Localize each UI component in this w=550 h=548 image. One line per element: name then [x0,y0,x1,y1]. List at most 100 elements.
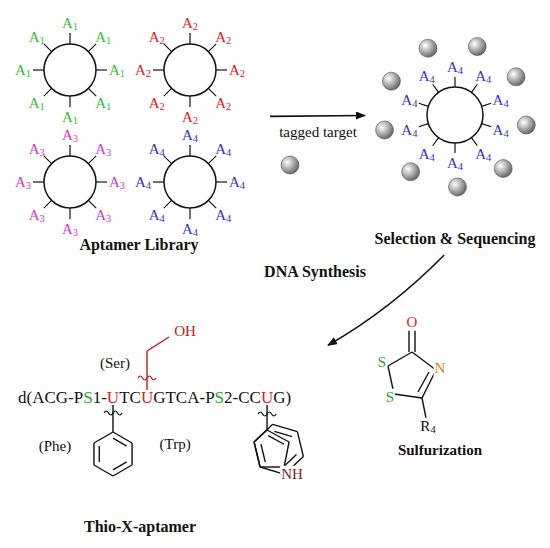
substituent-label: R4 [419,418,436,435]
indole-ring [274,431,292,436]
ligand-label: A4 [400,122,418,139]
ligand-label: A1 [108,62,126,79]
linker-spoke [471,84,477,92]
ligand-label: A1 [28,29,46,46]
ligand-label: A2 [214,95,232,112]
ligand-label: A4 [474,68,492,85]
library-bead [164,44,216,96]
linker-spoke [33,69,44,70]
ligand-label: A4 [400,92,418,109]
amino-acid-label: (Ser) [99,355,131,372]
ligand-label: A1 [94,29,112,46]
library-bead [164,156,216,208]
sequence-char: C [238,388,249,407]
indole-ring [297,432,303,457]
indole-ring [268,436,284,445]
ligand-label: A4 [418,68,436,85]
ligand-label: A2 [228,62,246,79]
linker-spoke [69,145,70,156]
ligand-label: A1 [61,109,79,126]
sequence-char: - [101,388,107,407]
linker-spoke [88,44,96,52]
linker-spoke [44,44,52,52]
dithiazolone-structure [388,330,436,418]
ligand-label: A1 [61,15,79,32]
sequence-char: S [83,388,92,407]
sequence-char: G [273,388,285,407]
node-group: d(ACG-PS1-UTCUGTCA-PS2-CCUG)Thio-X-aptam… [8,300,328,538]
target-ball [507,68,525,86]
sequence-char: U [107,388,119,407]
ligand-label: A3 [28,141,46,158]
ser-bond [146,351,147,390]
atom-label: N [434,360,447,377]
linker-spoke [88,88,96,96]
step-arrow [270,115,365,117]
ligand-label: A4 [134,174,152,191]
atom-label: OH [173,323,197,340]
ligand-label: A2 [148,29,166,46]
step-label: Sulfurization [397,442,483,459]
ligand-label: A4 [148,141,166,158]
edge-label: DNA Synthesis [262,263,368,281]
linker-spoke [96,181,107,182]
ligand-label: A3 [28,207,46,224]
ligand-label: A1 [94,95,112,112]
target-ball [449,178,467,196]
target-ball [517,116,535,134]
sequence-char: ( [27,388,33,407]
linker-spoke [164,200,172,208]
phenyl-ring [99,446,100,462]
target-ball [281,156,299,174]
library-bead [44,44,96,96]
linker-spoke [208,88,216,96]
phenyl-ring [93,443,94,465]
linker-spoke [88,156,96,164]
target-ball [468,38,486,56]
linker-spoke [189,145,190,156]
sequence-char: C [130,388,141,407]
sequence-char: P [205,388,214,407]
linker-spoke [44,156,52,164]
sequence-char: - [68,388,74,407]
phenyl-ring [113,465,132,476]
group-title: Aptamer Library [8,236,270,254]
ligand-label: A4 [418,146,436,163]
phenyl-ring [94,432,113,443]
sequence-char: C [250,388,261,407]
linker-spoke [88,200,96,208]
ligand-label: A3 [108,174,126,191]
phe-bond [112,405,113,432]
ligand-label: A3 [14,174,32,191]
sequence-text: d(ACG-PS1-UTCUGTCA-PS2-CCUG) [18,388,291,408]
sequence-char: ) [285,388,291,407]
linker-spoke [69,96,70,107]
atom-label: S [385,389,395,406]
sequence-char: T [119,388,129,407]
sequence-char: S [215,388,224,407]
attachment-squiggle [104,411,122,415]
ligand-label: A4 [446,59,464,76]
indole-ring [254,442,260,467]
atom-label: S [377,354,387,371]
ligand-label: A2 [181,15,199,32]
linker-spoke [471,138,477,146]
linker-spoke [482,124,492,127]
target-ball [419,39,437,57]
sequence-char: C [44,388,55,407]
indole-ring [261,444,265,462]
ligand-label: A4 [181,221,199,238]
ligand-label: A3 [94,207,112,224]
linker-spoke [419,103,429,106]
linker-spoke [454,143,455,153]
amino-acid-label: (Trp) [159,436,192,453]
group-title: Selection & Sequencing [365,230,545,248]
ligand-label: A3 [61,127,79,144]
linker-spoke [433,138,439,146]
ligand-label: A2 [148,95,166,112]
linker-spoke [189,33,190,44]
ser-bond [147,337,169,351]
linker-spoke [164,44,172,52]
sequence-char: G [56,388,68,407]
attachment-squiggle [258,412,276,416]
